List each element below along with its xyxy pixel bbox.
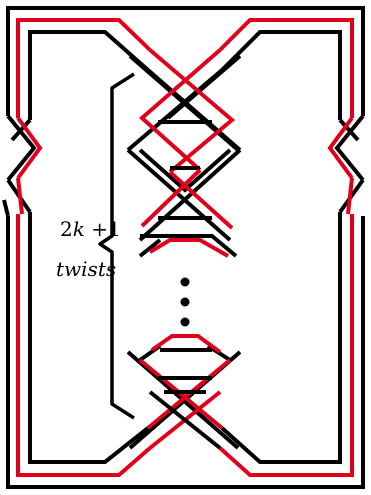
inner-black-loop — [28, 30, 342, 464]
twist-count-prefix: 2 — [60, 217, 73, 241]
twist-count-brace — [98, 72, 135, 420]
right-clasp-crossing — [327, 114, 365, 215]
left-clasp-crossing — [2, 114, 43, 217]
twist-count-suffix: +1 — [85, 217, 121, 241]
svg-text:2k +1: 2k +1 — [60, 217, 121, 241]
twist-count-label: 2k +1 twists — [56, 217, 121, 281]
twist-region-bottom — [126, 334, 242, 450]
twist-region-top — [126, 48, 242, 193]
twist-region-middle — [126, 148, 242, 258]
outer-red-loop — [16, 18, 354, 477]
twist-count-variable: k — [73, 217, 85, 241]
outer-black-loop — [6, 6, 365, 489]
ellipsis-dots — [180, 277, 190, 327]
twist-word: twists — [56, 257, 116, 281]
